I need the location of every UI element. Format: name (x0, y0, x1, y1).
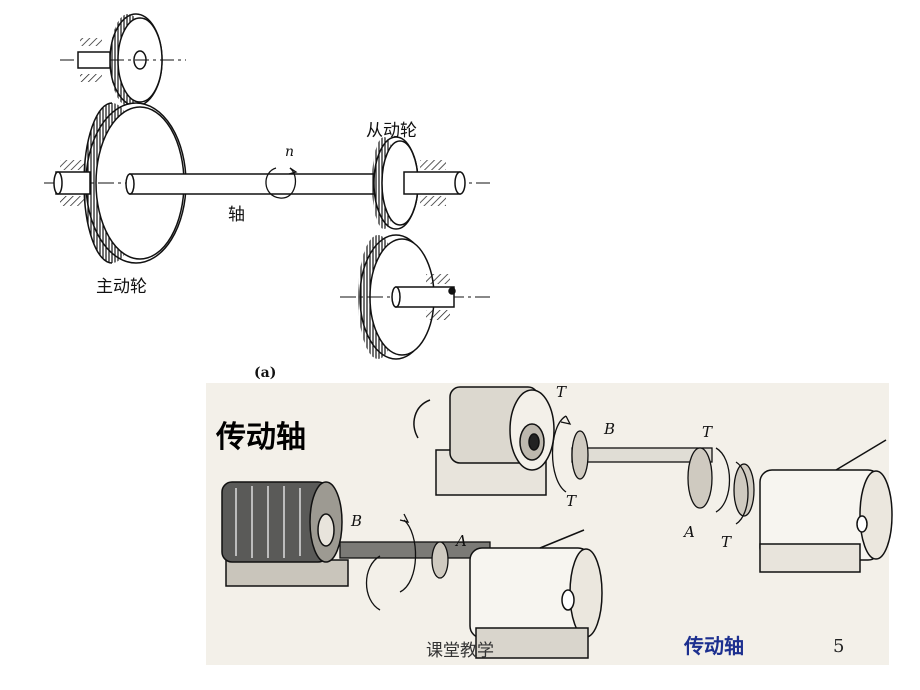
lower-shaft (339, 513, 491, 611)
photo-title: 传动轴 (216, 420, 306, 455)
photo-caption: 传动轴 (684, 634, 744, 658)
shaft-label: 轴 (228, 205, 245, 225)
driven-wheel-label: 从动轮 (366, 121, 417, 141)
point-label-a1: A (684, 523, 695, 541)
upper-shaft (551, 415, 755, 525)
transmission-shaft-photo (206, 383, 893, 665)
gear-train-diagram (44, 13, 490, 360)
page-number: 5 (833, 636, 845, 657)
watermark-text: 课堂教学 (426, 641, 494, 661)
driven-gear (372, 136, 466, 230)
lower-motor-right (469, 529, 603, 659)
point-label-a2: A (456, 532, 467, 550)
rotation-label: n (285, 144, 295, 160)
upper-motor-left (413, 386, 555, 496)
torque-label-t2: T (566, 492, 577, 510)
driver-wheel-label: 主动轮 (96, 277, 147, 297)
point-label-b2: B (351, 512, 363, 530)
point-label-b1: B (604, 420, 616, 438)
torque-label-t4: T (721, 533, 732, 551)
upper-motor-right (759, 439, 893, 573)
lower-motor-left (221, 481, 349, 587)
top-gear (60, 13, 186, 107)
torque-label-t1: T (556, 383, 567, 401)
torque-label-t3: T (702, 423, 713, 441)
figure-label: (a) (254, 365, 277, 381)
lower-gear (340, 234, 490, 360)
